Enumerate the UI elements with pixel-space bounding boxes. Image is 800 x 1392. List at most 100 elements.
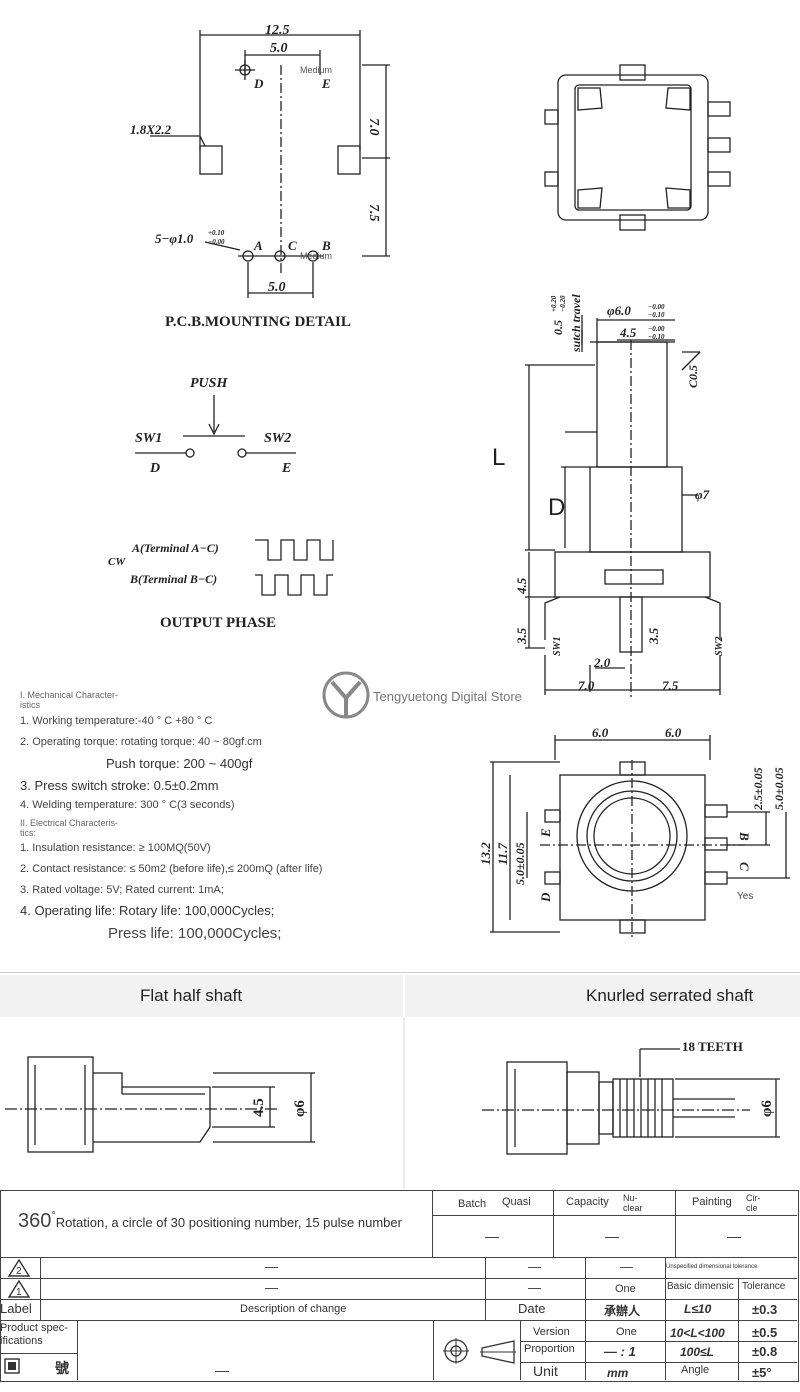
side-w75: 7.5 <box>662 678 679 693</box>
label-header: Label <box>0 1301 32 1316</box>
shaft-drawings: 4.5 φ6 18 TEETH φ6 <box>5 1039 780 1155</box>
tol-row2-dim: 10<L<100 <box>670 1326 725 1340</box>
knurled-teeth: 18 TEETH <box>682 1039 743 1054</box>
bottom-b: B <box>737 831 752 841</box>
side-travel-tol-minus: −0.20 <box>559 295 567 312</box>
push-d: D <box>149 461 160 476</box>
phase-title: OUTPUT PHASE <box>160 615 276 631</box>
title-block <box>0 1190 799 1382</box>
painting-label: Painting <box>692 1196 732 1208</box>
projection-circle-icon <box>443 1338 469 1364</box>
mech-title-2: istics <box>20 700 40 710</box>
bottom-yes: Yes <box>737 891 753 902</box>
side-bush-dia: φ7 <box>695 487 710 502</box>
change-desc-header: Description of change <box>240 1303 347 1315</box>
number-label: 號 <box>55 1360 69 1376</box>
side-flat-tol-minus: −0.10 <box>648 333 665 341</box>
spec-push-torque: Push torque: 200 ~ 400gf <box>106 756 253 771</box>
pcb-hole-tol-minus: −0.00 <box>208 238 225 246</box>
quasi-label: Quasi <box>502 1196 531 1208</box>
unit-label: Unit <box>533 1363 558 1379</box>
rev1-desc: — <box>265 1280 278 1295</box>
tb-line <box>0 1299 797 1300</box>
knurled-shaft-title: Knurled serrated shaft <box>586 986 754 1005</box>
bottom-v50r: 5.0±0.05 <box>772 767 786 810</box>
svg-text:1: 1 <box>16 1287 22 1298</box>
pcb-pin-e: E <box>321 76 331 91</box>
spec-press-stroke: 3. Press switch stroke: 0.5±0.2mm <box>20 778 219 793</box>
pcb-pin-b: B <box>321 238 331 253</box>
projection-cone-icon <box>480 1340 516 1364</box>
product-spec-2: ifications <box>0 1335 43 1347</box>
side-flat: 4.5 <box>619 325 637 340</box>
tb-line <box>433 1320 434 1380</box>
spec-operating-life: 4. Operating life: Rotary life: 100,000C… <box>20 903 275 918</box>
pcb-medium-bottom: Medium <box>300 251 332 261</box>
section-divider <box>0 972 800 973</box>
tb-line <box>0 1257 797 1258</box>
elec-title-1: II. Electrical Characteris- <box>20 818 119 828</box>
left-shaft-header <box>0 975 403 1017</box>
pcb-pin-c: C <box>288 238 297 253</box>
side-shaft-tol-minus: −0.10 <box>648 311 665 319</box>
tb-line <box>432 1190 433 1257</box>
tb-line <box>432 1215 797 1216</box>
unit-value: mm <box>607 1366 629 1380</box>
painting-value: — <box>727 1228 741 1244</box>
side-h45: 4.5 <box>514 577 529 595</box>
side-D: D <box>548 494 565 521</box>
revision-2-triangle-icon: 2 <box>7 1258 31 1277</box>
rev2-person: — <box>620 1259 633 1274</box>
undertaker-header: 承辦人 <box>604 1304 641 1318</box>
spec-operating-torque: 2. Operating torque: rotating torque: 40… <box>20 736 262 748</box>
flat-shaft-title: Flat half shaft <box>140 986 243 1005</box>
phase-cw: CW <box>108 556 126 568</box>
elec-title-2: tics: <box>20 828 37 838</box>
revision-1-triangle-icon: 1 <box>7 1279 31 1298</box>
angle-tol: ±5° <box>752 1365 772 1380</box>
flat-shaft-dia: φ6 <box>292 1100 308 1117</box>
tb-line <box>0 1353 77 1354</box>
bottom-d: D <box>538 892 553 903</box>
spec-insulation: 1. Insulation resistance: ≥ 100MQ(50V) <box>20 842 211 854</box>
pcb-dim-de: 5.0 <box>270 41 288 56</box>
version-value: One <box>616 1326 637 1338</box>
technical-drawing-top: 12.5 5.0 D E Medium 1.8X2.2 7.0 7.5 5−φ1… <box>108 23 790 940</box>
tb-line <box>520 1362 797 1363</box>
side-w20: 2.0 <box>593 655 611 670</box>
deg-number: 360 <box>18 1210 52 1232</box>
side-travel-tol-plus: +0.20 <box>550 295 558 312</box>
pcb-dim-lower: 7.5 <box>366 204 381 222</box>
unspecified-tolerance: Unspecified dimensional tolerance <box>666 1264 758 1270</box>
bottom-e: E <box>538 828 553 838</box>
tol-row1-val: ±0.3 <box>752 1302 778 1317</box>
angle-label: Angle <box>681 1364 710 1376</box>
tolerance-label: Tolerance <box>742 1281 786 1292</box>
batch-value: — <box>485 1228 499 1244</box>
spec-contact-resistance: 2. Contact resistance: ≤ 50m2 (before li… <box>20 863 323 875</box>
spec-welding-temp: 4. Welding temperature: 300 ° C(3 second… <box>20 799 235 811</box>
pcb-hole-spec: 5−φ1.0 <box>155 231 194 246</box>
side-sw1: SW1 <box>552 637 563 656</box>
rotation-text: Rotation, a circle of 30 positioning num… <box>55 1215 402 1230</box>
proportion-label: Proportion <box>524 1343 575 1355</box>
tb-line <box>665 1257 666 1380</box>
tol-row2-val: ±0.5 <box>752 1325 778 1340</box>
spec-rated-voltage: 3. Rated voltage: 5V; Rated current: 1mA… <box>20 884 224 896</box>
side-w70: 7.0 <box>578 678 595 693</box>
push-sw2: SW2 <box>264 431 291 446</box>
pcb-pad-size: 1.8X2.2 <box>130 122 172 137</box>
pcb-title: P.C.B.MOUNTING DETAIL <box>165 314 351 330</box>
side-chamfer: C0.5 <box>686 365 700 388</box>
store-logo-icon <box>322 671 370 719</box>
svg-text:2: 2 <box>16 1266 22 1277</box>
pcb-pin-a: A <box>253 238 263 253</box>
version-label: Version <box>533 1326 570 1338</box>
circle-label-1: Cir- <box>746 1193 761 1203</box>
bottom-v25: 2.5±0.05 <box>751 767 765 811</box>
nuclear-label-2: clear <box>623 1203 643 1213</box>
tol-row3-dim: 100≤L <box>680 1345 714 1359</box>
date-header: Date <box>518 1301 546 1316</box>
pcb-pin-d: D <box>253 76 264 91</box>
watermark-text: Tengyuetong Digital Store <box>373 689 522 704</box>
